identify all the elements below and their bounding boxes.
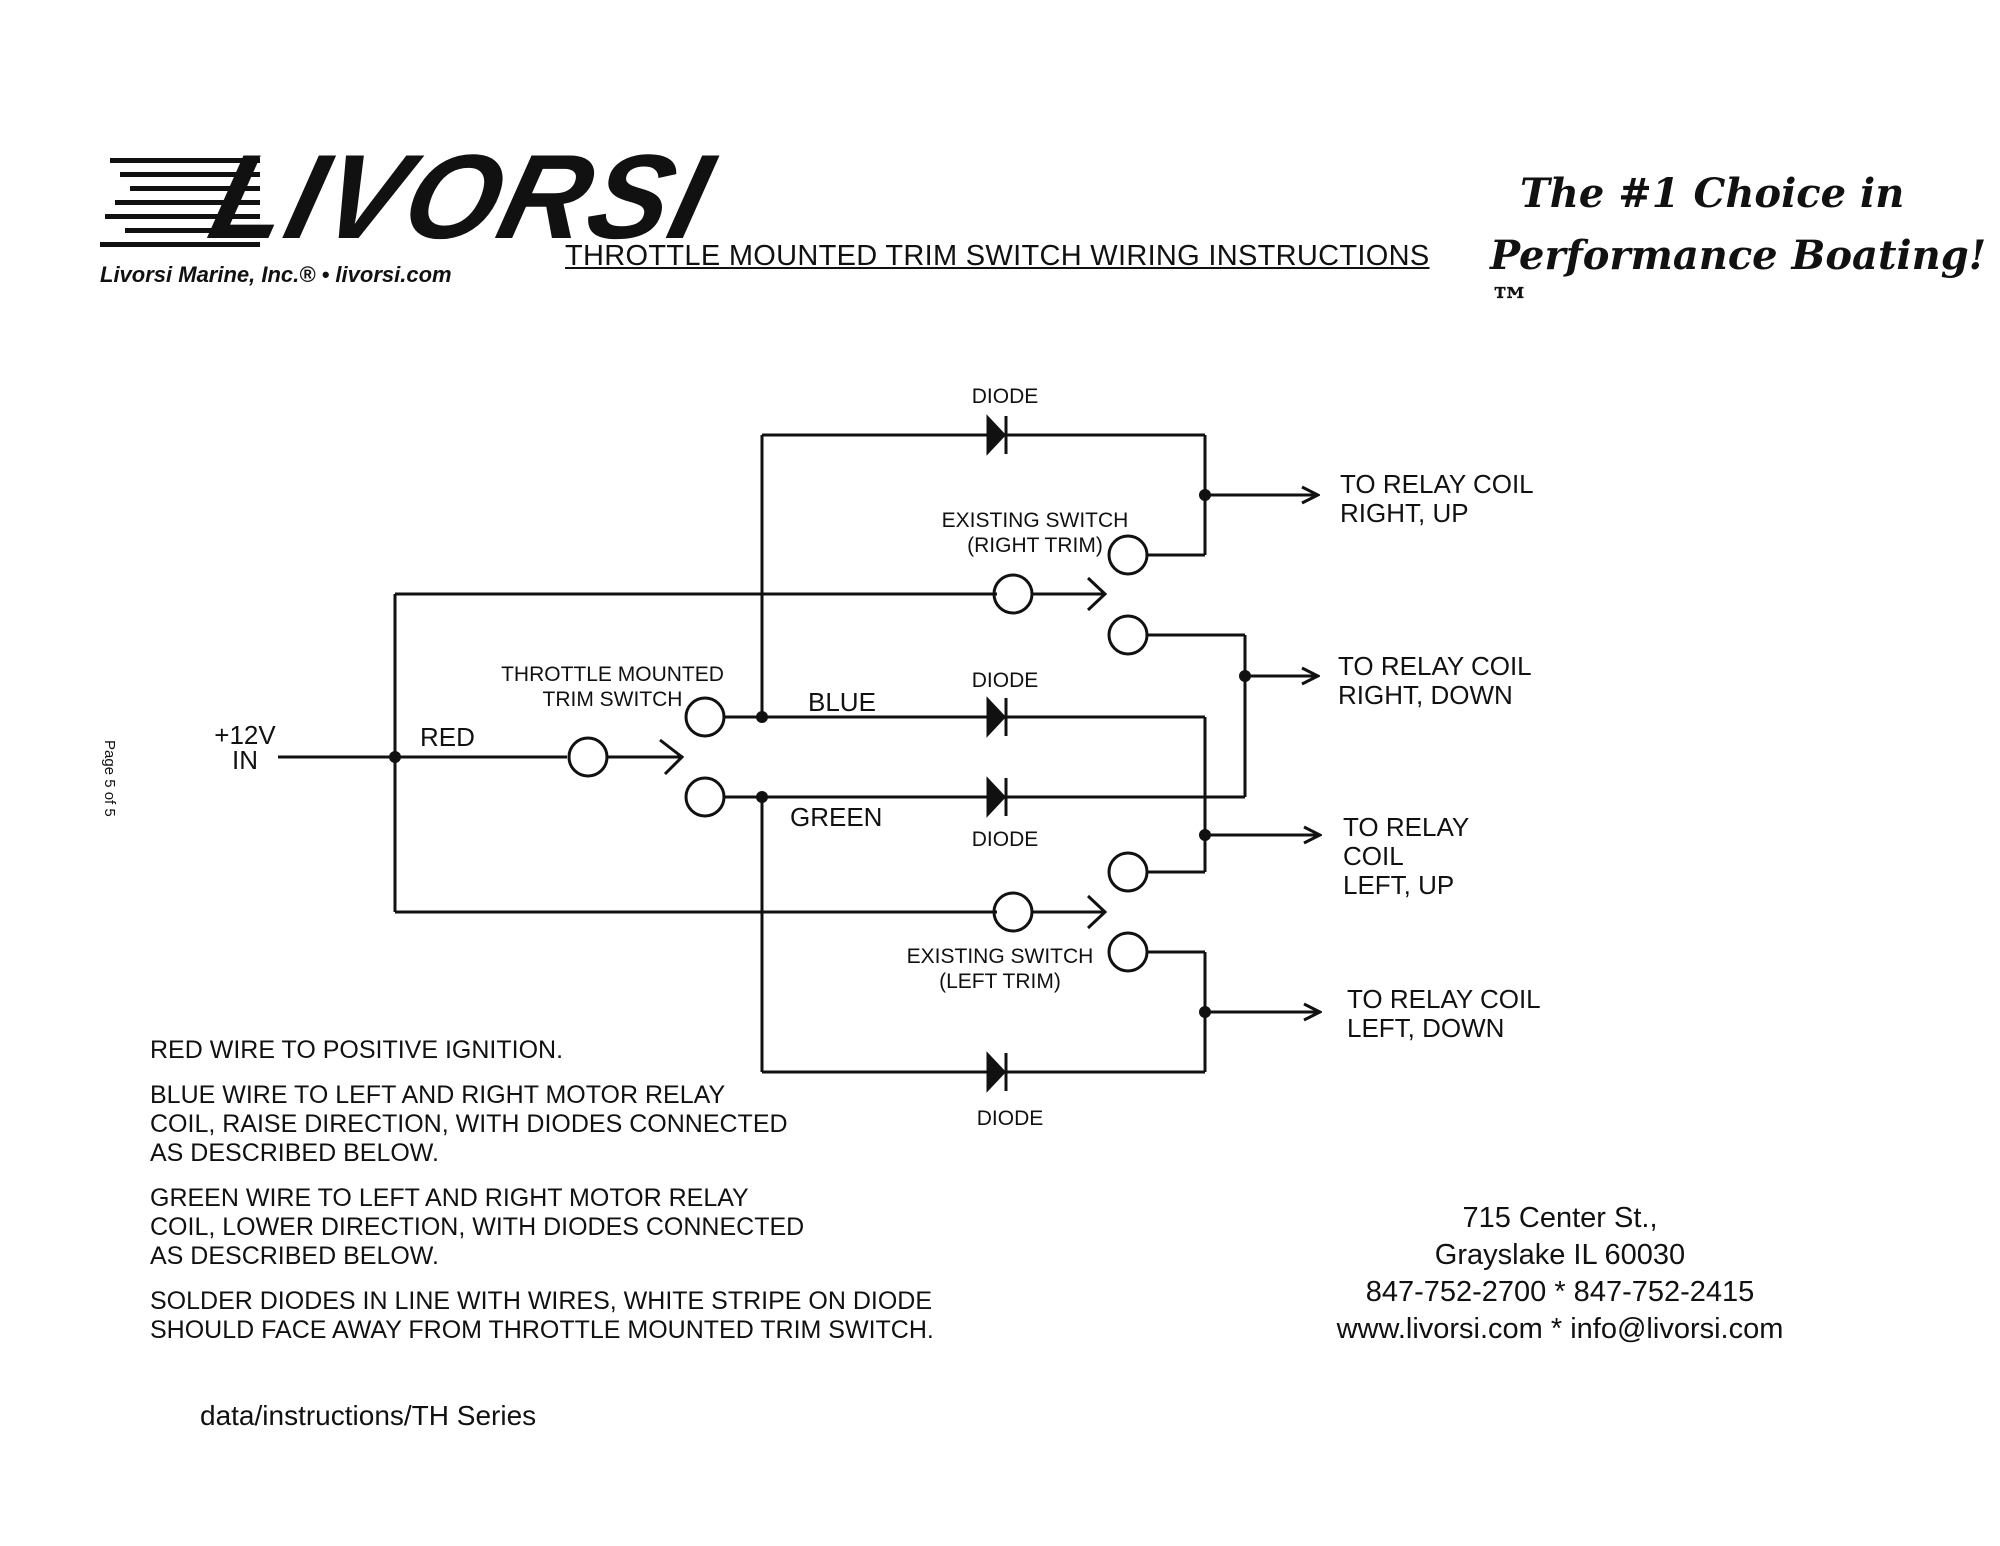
wire-red-label: RED	[420, 722, 475, 752]
document-title: THROTTLE MOUNTED TRIM SWITCH WIRING INST…	[565, 240, 1430, 272]
left-switch-common-terminal	[992, 891, 1034, 933]
right-switch-common-terminal	[992, 573, 1034, 615]
relay-right-down-line-1: TO RELAY COIL	[1338, 651, 1532, 681]
input-label-line-2: IN	[232, 745, 258, 775]
right-switch-up-terminal	[1107, 534, 1149, 576]
diode-top-label: DIODE	[971, 385, 1039, 408]
footer-path: data/instructions/TH Series	[200, 1400, 537, 1431]
junction-left-down	[1199, 1006, 1211, 1018]
note-red-wire: RED WIRE TO POSITIVE IGNITION.	[150, 1036, 564, 1064]
existing-switch-left-label: EXISTING SWITCH (LEFT TRIM)	[900, 944, 1100, 994]
junction-left-up	[1199, 829, 1211, 841]
diode-bottom-icon	[986, 1051, 1008, 1093]
note-blue-wire: BLUE WIRE TO LEFT AND RIGHT MOTOR RELAY …	[150, 1081, 788, 1167]
left-switch-up-terminal	[1107, 851, 1149, 893]
relay-left-up-label: TO RELAY COIL LEFT, UP	[1343, 813, 1469, 900]
relay-right-down-label: TO RELAY COIL RIGHT, DOWN	[1338, 652, 1532, 710]
existing-switch-right-label: EXISTING SWITCH (RIGHT TRIM)	[935, 508, 1135, 558]
diode-blue-icon	[986, 696, 1008, 738]
relay-left-down-line-1: TO RELAY COIL	[1347, 984, 1541, 1014]
junction-blue	[756, 711, 768, 723]
relay-left-up-line-2: COIL	[1343, 841, 1404, 871]
company-tagline: Livorsi Marine, Inc.® • livorsi.com	[100, 262, 452, 287]
diode-blue-label: DIODE	[971, 669, 1039, 692]
throttle-switch-label: THROTTLE MOUNTED TRIM SWITCH	[490, 662, 735, 712]
diode-green-icon	[986, 776, 1008, 818]
junction-right-up	[1199, 489, 1211, 501]
throttle-switch-common-terminal	[567, 736, 609, 778]
address-web-email: www.livorsi.com * info@livorsi.com	[1336, 1313, 1784, 1345]
relay-left-up-line-1: TO RELAY	[1343, 812, 1470, 842]
relay-left-down-line-2: LEFT, DOWN	[1347, 1013, 1505, 1043]
relay-left-down-label: TO RELAY COIL LEFT, DOWN	[1347, 985, 1541, 1043]
diode-bottom-label: DIODE	[976, 1107, 1044, 1130]
left-switch-arrow-icon	[1086, 894, 1108, 930]
address-street: 715 Center St.,	[1462, 1202, 1658, 1234]
note-green-wire: GREEN WIRE TO LEFT AND RIGHT MOTOR RELAY…	[150, 1184, 805, 1270]
logo: LIVORSI	[100, 128, 726, 278]
instruction-notes: RED WIRE TO POSITIVE IGNITION. BLUE WIRE…	[150, 1036, 1010, 1361]
existing-switch-right-line-1: EXISTING SWITCH	[941, 509, 1129, 532]
address-city: Grayslake IL 60030	[1434, 1239, 1686, 1271]
slogan-line-1: The #1 Choice in	[1520, 170, 1905, 217]
throttle-switch-label-line-2: TRIM SWITCH	[542, 688, 683, 711]
relay-right-up-label: TO RELAY COIL RIGHT, UP	[1340, 470, 1534, 528]
input-label-line-1: +12V	[214, 720, 276, 750]
right-switch-arrow-icon	[1086, 576, 1108, 612]
wire-blue-label: BLUE	[808, 687, 876, 717]
relay-right-up-line-1: TO RELAY COIL	[1340, 469, 1534, 499]
wire-green-label: GREEN	[790, 802, 883, 832]
relay-left-up-line-3: LEFT, UP	[1343, 870, 1455, 900]
throttle-switch-arrow-icon	[659, 738, 685, 776]
input-label: +12V IN	[205, 720, 285, 775]
junction-green	[756, 791, 768, 803]
diode-top-icon	[986, 414, 1008, 456]
existing-switch-left-line-1: EXISTING SWITCH	[906, 945, 1094, 968]
throttle-switch-label-line-1: THROTTLE MOUNTED	[501, 663, 724, 686]
note-solder-diodes: SOLDER DIODES IN LINE WITH WIRES, WHITE …	[150, 1287, 934, 1344]
throttle-switch-down-terminal	[684, 776, 726, 818]
diode-green-label: DIODE	[971, 828, 1039, 851]
existing-switch-right-line-2: (RIGHT TRIM)	[967, 534, 1103, 557]
address-block: 715 Center St., Grayslake IL 60030 847-7…	[1300, 1200, 1820, 1348]
junction-red	[389, 751, 401, 763]
relay-right-up-line-2: RIGHT, UP	[1340, 498, 1469, 528]
existing-switch-left-line-2: (LEFT TRIM)	[939, 970, 1061, 993]
right-switch-down-terminal	[1107, 614, 1149, 656]
junction-right-down	[1239, 670, 1251, 682]
address-phone: 847-752-2700 * 847-752-2415	[1365, 1276, 1755, 1308]
relay-right-down-line-2: RIGHT, DOWN	[1338, 680, 1513, 710]
logo-graphic	[100, 158, 260, 247]
slogan-line-2: Performance Boating!™	[1490, 232, 1987, 326]
left-switch-down-terminal	[1107, 931, 1149, 973]
